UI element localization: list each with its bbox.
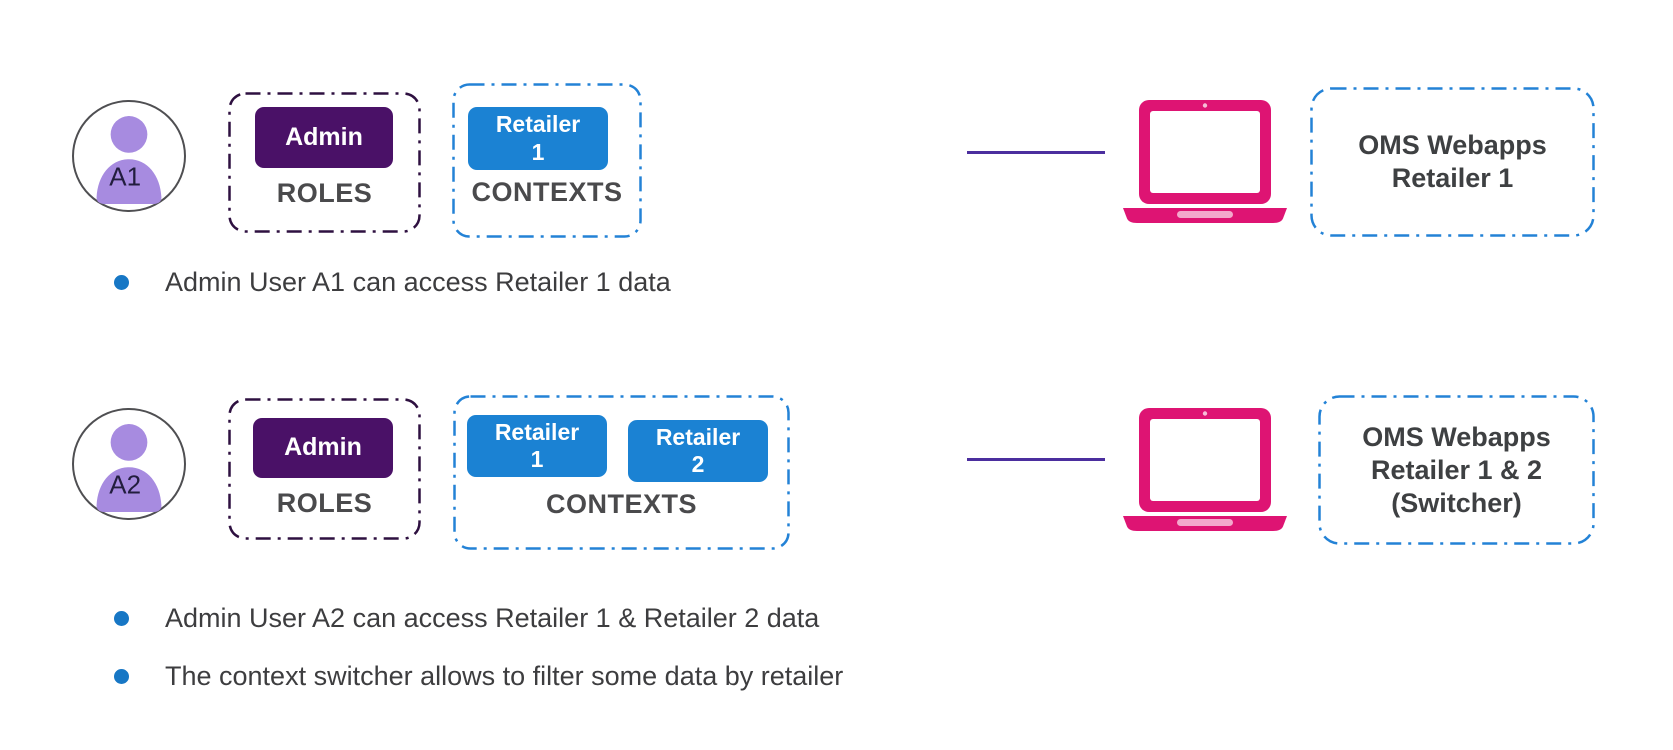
bullet-dot xyxy=(114,610,129,626)
roles-box-2: Admin ROLES xyxy=(228,398,421,540)
badge-label: 1 xyxy=(531,138,545,165)
avatar-a1: A1 xyxy=(72,100,186,212)
roles-label: ROLES xyxy=(276,488,373,518)
destination-line: Retailer 1 & 2 xyxy=(1370,454,1543,485)
connector-line xyxy=(967,151,1105,154)
roles-label: ROLES xyxy=(276,178,373,208)
avatar-label: A2 xyxy=(109,469,142,500)
contexts-box-1: Retailer 1 CONTEXTS xyxy=(452,83,642,238)
dash-dot-border xyxy=(453,395,790,550)
contexts-label: CONTEXTS xyxy=(545,489,697,519)
bullet-text: The context switcher allows to filter so… xyxy=(165,660,844,691)
avatar-label: A1 xyxy=(109,161,142,192)
destination-box-2: OMS Webapps Retailer 1 & 2 (Switcher) xyxy=(1318,395,1595,545)
contexts-label: CONTEXTS xyxy=(471,177,623,207)
context-badge-retailer-1: Retailer 1 xyxy=(468,107,608,170)
dash-dot-border xyxy=(228,92,421,233)
laptop-icon xyxy=(1122,100,1288,224)
role-badge-admin: Admin xyxy=(253,418,393,478)
dash-dot-border xyxy=(228,398,421,540)
bullet-item-2: Admin User A2 can access Retailer 1 & Re… xyxy=(114,601,819,635)
bullet-text: Admin User A1 can access Retailer 1 data xyxy=(165,266,671,297)
avatar-a2: A2 xyxy=(72,408,186,520)
bullet-item-1: Admin User A1 can access Retailer 1 data xyxy=(114,265,671,299)
badge-label: Admin xyxy=(285,122,363,151)
badge-label: Retailer xyxy=(655,423,741,450)
destination-line: OMS Webapps xyxy=(1362,421,1551,452)
contexts-box-2: Retailer 1 Retailer 2 CONTEXTS xyxy=(453,395,790,550)
laptop-icon xyxy=(1122,408,1288,532)
destination-title: OMS Webapps Retailer 1 xyxy=(1310,87,1595,237)
destination-line: Retailer 1 xyxy=(1391,163,1514,193)
dash-dot-border xyxy=(452,83,642,238)
bullet-dot xyxy=(114,668,129,684)
bullet-dot xyxy=(114,274,129,290)
context-badge-retailer-2: Retailer 2 xyxy=(628,420,768,482)
badge-label: Retailer xyxy=(494,418,580,445)
bullet-item-3: The context switcher allows to filter so… xyxy=(114,659,843,693)
bullet-text: Admin User A2 can access Retailer 1 & Re… xyxy=(165,602,820,633)
dash-dot-border xyxy=(1310,87,1595,237)
destination-line: OMS Webapps xyxy=(1358,130,1547,160)
badge-label: Admin xyxy=(284,433,362,462)
badge-label: 1 xyxy=(530,446,544,472)
person-icon xyxy=(96,116,162,205)
destination-box-1: OMS Webapps Retailer 1 xyxy=(1310,87,1595,237)
role-badge-admin: Admin xyxy=(255,107,393,168)
person-icon xyxy=(96,424,162,513)
connector-line xyxy=(967,458,1105,461)
context-badge-retailer-1: Retailer 1 xyxy=(467,415,607,477)
dash-dot-border xyxy=(1318,395,1595,545)
badge-label: 2 xyxy=(691,451,705,477)
roles-box-1: Admin ROLES xyxy=(228,92,421,233)
destination-title: OMS Webapps Retailer 1 & 2 (Switcher) xyxy=(1318,395,1595,545)
badge-label: Retailer xyxy=(495,111,581,138)
destination-line: (Switcher) xyxy=(1391,487,1522,518)
